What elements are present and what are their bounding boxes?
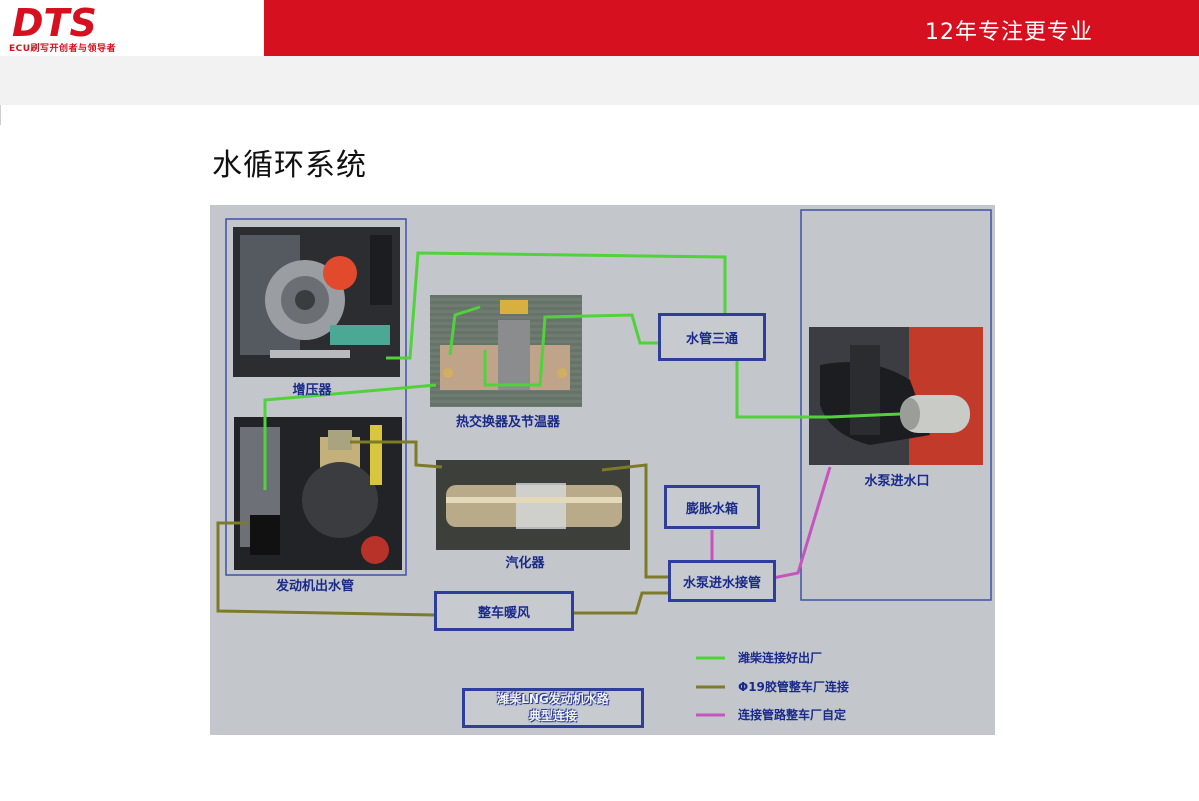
diagram-canvas — [216, 209, 992, 717]
legend-label-olive: Φ19胶管整车厂连接 — [738, 680, 849, 694]
pump-inlet-pipe-node: 水泵进水接管 — [668, 560, 776, 602]
turbocharger-photo — [233, 227, 400, 377]
dts-logo: DTS — [12, 2, 97, 42]
caption-line-1: 潍柴LNG发动机水路 — [497, 692, 609, 706]
subheader-band — [0, 56, 1199, 105]
heat-exchanger-photo — [430, 295, 582, 407]
left-group-frame — [225, 218, 407, 576]
factory-connection-lines — [263, 251, 901, 490]
header-red-bar: 12年专注更专业 — [264, 0, 1199, 56]
caption-line-2: 典型连接 — [528, 709, 577, 723]
page-title: 水循环系统 — [212, 148, 367, 183]
oem-hose-lines — [216, 440, 668, 617]
heat-exchanger-label: 热交换器及节温器 — [455, 415, 560, 430]
divider — [0, 105, 1, 125]
logo-text: DTS — [12, 2, 97, 42]
diagram-caption: 潍柴LNG发动机水路 典型连接 — [462, 688, 644, 728]
vaporizer-label: 汽化器 — [505, 556, 545, 571]
turbo-label: 增压器 — [292, 383, 332, 398]
right-group-frame — [800, 209, 992, 601]
vaporizer-photo — [436, 460, 630, 550]
custom-lines — [710, 466, 832, 580]
logo-tagline: ECU刷写开创者与领导者 — [9, 44, 117, 54]
slogan: 12年专注更专业 — [925, 20, 1093, 45]
legend-label-green: 潍柴连接好出厂 — [738, 651, 823, 665]
water-circuit-diagram: 增压器 热交换器及节温器 发动机出水管 汽化器 水泵进水口 水管三通 膨胀水箱 … — [210, 205, 995, 735]
engine-outlet-photo — [234, 417, 402, 570]
engine-outlet-label: 发动机出水管 — [275, 579, 354, 594]
expansion-tank-node: 膨胀水箱 — [664, 485, 760, 529]
header: DTS ECU刷写开创者与领导者 12年专注更专业 — [0, 0, 1199, 56]
legend-label-magenta: 连接管路整车厂自定 — [738, 708, 847, 722]
water-tee-node: 水管三通 — [658, 313, 766, 361]
water-pump-inlet-photo — [809, 327, 983, 465]
cabin-heater-node: 整车暖风 — [434, 591, 574, 631]
pump-inlet-label: 水泵进水口 — [864, 474, 930, 489]
